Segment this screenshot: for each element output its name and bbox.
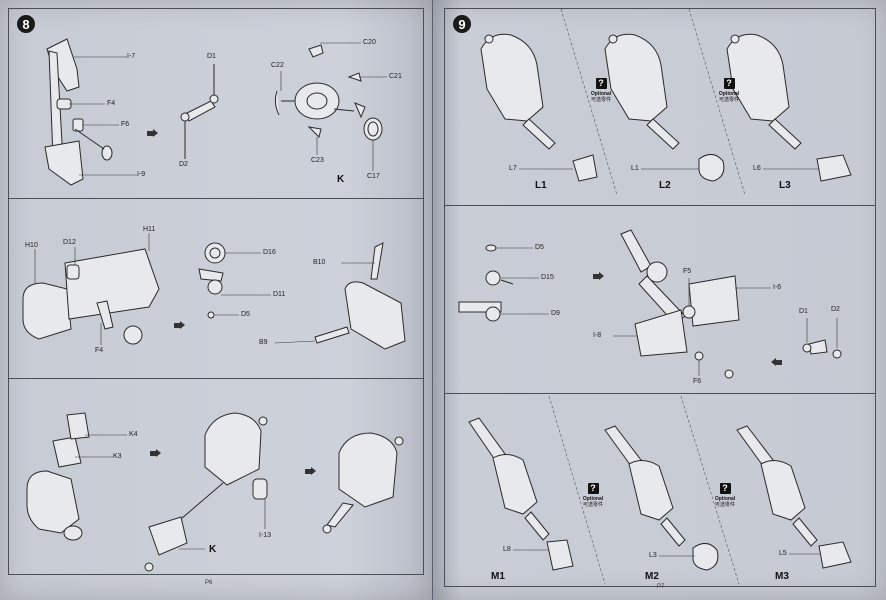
label-c17: C17 <box>367 173 380 180</box>
label-d12: D12 <box>63 239 76 246</box>
optional-label: Optional <box>714 496 736 502</box>
step-number: 8 <box>17 15 35 33</box>
left-page: 8 <box>0 0 432 600</box>
left-panel-3: K4 K3 I-13 K <box>9 379 423 574</box>
step-9-drawing <box>480 8 852 196</box>
label-d11: D11 <box>273 291 286 298</box>
optional-icon: ? <box>587 483 599 494</box>
option-code: L1 <box>535 180 547 191</box>
label-c23: C23 <box>311 157 324 164</box>
label-d1: D1 <box>799 308 808 315</box>
label-b9: B9 <box>259 339 268 346</box>
optional-badge: ? Optional 可选零件 <box>709 73 749 103</box>
left-panel-2: H10 D12 H11 F4 D16 D11 D5 B10 B9 <box>9 199 423 379</box>
step-8-drawing <box>44 38 387 186</box>
panel-3-drawing <box>468 395 852 585</box>
label-d5: D5 <box>535 244 544 251</box>
right-panel-2: D5 D15 D9 F5 I-6 I-8 F6 D1 D2 <box>445 206 875 394</box>
left-frame: 8 <box>8 8 424 575</box>
label-f4: F4 <box>95 347 104 354</box>
label-part: L1 <box>631 165 639 172</box>
right-page: 9 <box>433 0 886 600</box>
label-i8: I-8 <box>593 332 602 339</box>
label-d9: D9 <box>551 310 560 317</box>
label-i9: I-9 <box>137 171 146 178</box>
label-d2: D2 <box>179 161 188 168</box>
label-part: L7 <box>509 165 517 172</box>
optional-label-cn: 可选零件 <box>582 502 603 508</box>
page-number: P7 <box>657 584 665 590</box>
optional-label-cn: 可选零件 <box>718 97 739 103</box>
panel-3-drawing <box>26 412 404 572</box>
label-h10: H10 <box>25 242 38 249</box>
label-part: L8 <box>503 546 511 553</box>
label-d5: D5 <box>241 311 250 318</box>
label-f5: F5 <box>683 268 692 275</box>
label-f4: F4 <box>107 100 116 107</box>
panel-2-drawing <box>458 229 842 379</box>
sub-assembly-k: K <box>209 544 217 555</box>
sub-assembly-k: K <box>337 174 345 185</box>
option-code: L2 <box>659 180 671 191</box>
optional-label: Optional <box>590 91 612 97</box>
label-c21: C21 <box>389 73 402 80</box>
optional-icon: ? <box>723 78 735 89</box>
optional-label-cn: 可选零件 <box>714 502 735 508</box>
label-d16: D16 <box>263 249 276 256</box>
page-number: P6 <box>205 580 213 586</box>
label-k3: K3 <box>113 453 122 460</box>
label-d15: D15 <box>541 274 554 281</box>
label-c22: C22 <box>271 62 284 69</box>
label-h11: H11 <box>143 226 156 233</box>
right-frame: 9 <box>444 8 876 587</box>
label-f6: F6 <box>693 378 702 385</box>
label-b10: B10 <box>313 259 326 266</box>
right-panel-3: ? Optional 可选零件 ? Optional 可选零件 L8 M1 L3… <box>445 394 875 586</box>
optional-badge: ? Optional 可选零件 <box>581 73 621 103</box>
label-k4: K4 <box>129 431 138 438</box>
option-code: M1 <box>491 571 505 582</box>
optional-badge: ? Optional 可选零件 <box>573 478 613 508</box>
option-code: L3 <box>779 180 791 191</box>
label-d1: D1 <box>207 53 216 60</box>
label-i13: I-13 <box>259 532 272 539</box>
label-part: L3 <box>649 552 657 559</box>
option-code: M2 <box>645 571 659 582</box>
panel-2-drawing <box>22 233 406 350</box>
option-code: M3 <box>775 571 789 582</box>
optional-badge: ? Optional 可选零件 <box>705 478 745 508</box>
label-d2: D2 <box>831 306 840 313</box>
label-i7: I-7 <box>127 53 136 60</box>
optional-label-cn: 可选零件 <box>590 97 611 103</box>
optional-label: Optional <box>718 91 740 97</box>
step-9-panel: 9 <box>445 8 875 206</box>
optional-label: Optional <box>582 496 604 502</box>
optional-icon: ? <box>595 78 607 89</box>
label-i6: I-6 <box>773 284 782 291</box>
label-f6: F6 <box>121 121 130 128</box>
step-8-panel: 8 <box>9 9 423 199</box>
label-part: L6 <box>753 165 761 172</box>
optional-icon: ? <box>719 483 731 494</box>
label-c20: C20 <box>363 39 376 46</box>
label-part: L5 <box>779 550 787 557</box>
step-number: 9 <box>453 15 471 33</box>
